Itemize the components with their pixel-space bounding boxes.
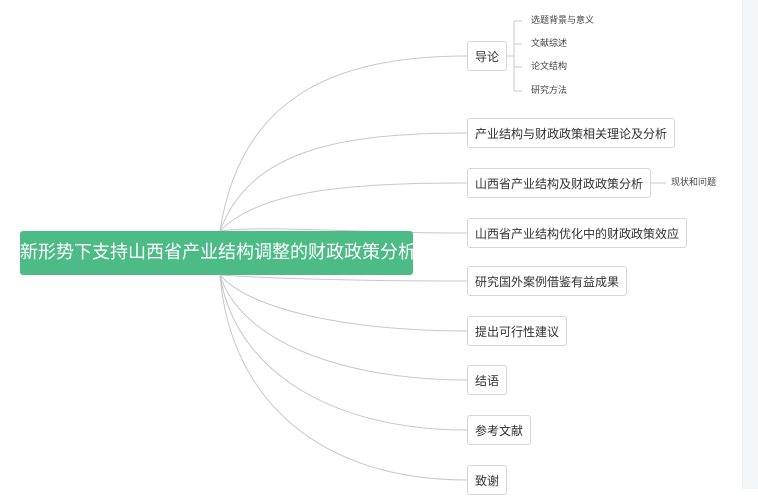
connector-intro-children [506, 20, 522, 92]
leaf-literature-review[interactable]: 文献综述 [531, 39, 568, 49]
branch-node-shanxi-analysis[interactable]: 山西省产业结构及财政政策分析 [467, 168, 652, 198]
branch-node-policy-effect[interactable]: 山西省产业结构优化中的财政政策效应 [467, 218, 688, 248]
connector-branch-8 [219, 274, 468, 481]
branch-node-foreign-cases[interactable]: 研究国外案例借鉴有益成果 [467, 266, 628, 296]
connector-branch-2 [219, 182, 468, 232]
root-node[interactable]: 新形势下支持山西省产业结构调整的财政政策分析 [20, 231, 416, 275]
leaf-research-methods[interactable]: 研究方法 [531, 86, 568, 96]
connector-branch-4 [219, 274, 468, 282]
branch-node-references[interactable]: 参考文献 [467, 415, 532, 445]
connector-branch-0 [219, 55, 468, 232]
branch-node-theory[interactable]: 产业结构与财政政策相关理论及分析 [467, 118, 676, 148]
connector-branch-3 [219, 228, 468, 234]
branch-node-conclusion[interactable]: 结语 [467, 365, 508, 395]
connector-branch-6 [219, 274, 468, 381]
branch-node-suggestions[interactable]: 提出可行性建议 [467, 316, 568, 346]
connector-branch-5 [219, 274, 468, 332]
mindmap-canvas: 新形势下支持山西省产业结构调整的财政政策分析 导论 选题背景与意义 文献综述 论… [20, 16, 717, 495]
branch-node-acknowledgements[interactable]: 致谢 [467, 465, 508, 495]
connector-branch-1 [219, 132, 468, 232]
leaf-paper-structure[interactable]: 论文结构 [531, 62, 568, 72]
connector-branch-7 [219, 274, 468, 431]
branch-node-intro[interactable]: 导论 [467, 41, 508, 71]
right-panel-edge [742, 0, 758, 489]
leaf-topic-background[interactable]: 选题背景与意义 [531, 16, 595, 26]
leaf-status-problems[interactable]: 现状和问题 [671, 178, 717, 188]
